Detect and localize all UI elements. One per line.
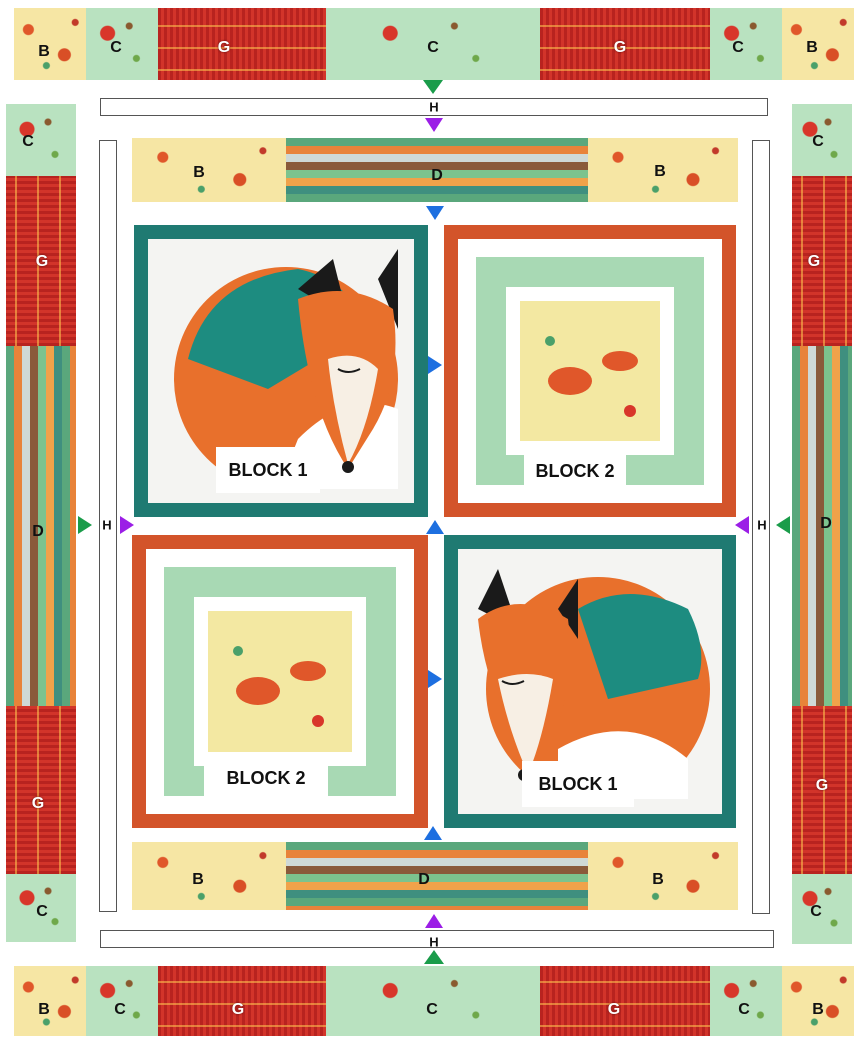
left-fabric-c-bottom: C [6, 874, 76, 942]
block2-bottom-left: BLOCK 2 [132, 535, 428, 828]
left-fabric-g-top: G [6, 176, 76, 346]
block2-label: BLOCK 2 [524, 449, 626, 493]
right-fabric-c-top: C [792, 104, 852, 176]
top-fabric-c-left: C [86, 8, 158, 80]
block1-top-left: BLOCK 1 [134, 225, 428, 517]
inner-top-fabric-b-right: B [588, 138, 738, 202]
label-d: D [431, 168, 443, 184]
bottom-fabric-g-right: G [540, 966, 710, 1036]
label-c: C [738, 1002, 750, 1018]
label-h: H [102, 519, 111, 532]
label-h: H [429, 936, 438, 949]
arrow-icon [428, 356, 442, 374]
left-fabric-g-bottom: G [6, 706, 76, 874]
label-c: C [36, 904, 48, 920]
label-b: B [812, 1002, 824, 1018]
label-g: G [36, 254, 48, 270]
label-h: H [429, 101, 438, 114]
label-d: D [32, 524, 44, 540]
label-c: C [110, 40, 122, 56]
block2-label: BLOCK 2 [204, 757, 328, 799]
top-fabric-g-left: G [158, 8, 326, 80]
block2-top-right: BLOCK 2 [444, 225, 736, 517]
label-d: D [820, 516, 832, 532]
arrow-icon [424, 950, 444, 964]
inner-bottom-fabric-d: D [286, 842, 588, 910]
label-g: G [614, 40, 626, 56]
arrow-icon [78, 516, 92, 534]
label-c: C [22, 134, 34, 150]
arrow-icon [776, 516, 790, 534]
top-fabric-g-right: G [540, 8, 710, 80]
left-fabric-c-top: C [6, 104, 76, 176]
label-b: B [38, 1002, 50, 1018]
label-g: G [232, 1002, 244, 1018]
right-fabric-g-top: G [792, 176, 852, 346]
label-b: B [806, 40, 818, 56]
top-fabric-b-right: B [782, 8, 854, 80]
label-g: G [808, 254, 820, 270]
bottom-fabric-b-right: B [782, 966, 854, 1036]
label-c: C [810, 904, 822, 920]
label-b: B [192, 872, 204, 888]
block1-bottom-right: BLOCK 1 [444, 535, 736, 828]
arrow-icon [425, 118, 443, 132]
label-b: B [652, 872, 664, 888]
label-g: G [32, 796, 44, 812]
top-fabric-c-center: C [326, 8, 540, 80]
top-fabric-b-left: B [14, 8, 86, 80]
inner-bottom-fabric-b-left: B [132, 842, 286, 910]
label-c: C [427, 40, 439, 56]
block1-label: BLOCK 1 [522, 761, 634, 807]
right-fabric-g-bottom: G [792, 706, 852, 874]
label-b: B [38, 44, 50, 60]
arrow-icon [423, 80, 443, 94]
bottom-fabric-c-center: C [326, 966, 540, 1036]
block1-label: BLOCK 1 [216, 447, 320, 493]
bottom-fabric-g-left: G [158, 966, 326, 1036]
arrow-icon [424, 826, 442, 840]
arrow-icon [428, 670, 442, 688]
label-c: C [114, 1002, 126, 1018]
right-fabric-c-bottom: C [792, 874, 852, 944]
left-fabric-d: D [6, 346, 76, 706]
inner-bottom-fabric-b-right: B [588, 842, 738, 910]
inner-top-fabric-b-left: B [132, 138, 286, 202]
bottom-fabric-c-left: C [86, 966, 158, 1036]
label-b: B [193, 165, 205, 181]
label-c: C [732, 40, 744, 56]
label-g: G [218, 40, 230, 56]
arrow-icon [120, 516, 134, 534]
label-h: H [757, 519, 766, 532]
label-b: B [654, 164, 666, 180]
arrow-icon [426, 520, 444, 534]
arrow-icon [425, 914, 443, 928]
bottom-fabric-c-right: C [710, 966, 782, 1036]
fox-icon [208, 611, 348, 751]
arrow-icon [426, 206, 444, 220]
arrow-icon [735, 516, 749, 534]
label-g: G [608, 1002, 620, 1018]
label-c: C [812, 134, 824, 150]
label-c: C [426, 1002, 438, 1018]
right-fabric-d: D [792, 346, 852, 706]
bottom-fabric-b-left: B [14, 966, 86, 1036]
inner-top-fabric-d: D [286, 138, 588, 202]
fox-icon [520, 301, 660, 441]
label-d: D [418, 872, 430, 888]
top-fabric-c-right: C [710, 8, 782, 80]
label-g: G [816, 778, 828, 794]
